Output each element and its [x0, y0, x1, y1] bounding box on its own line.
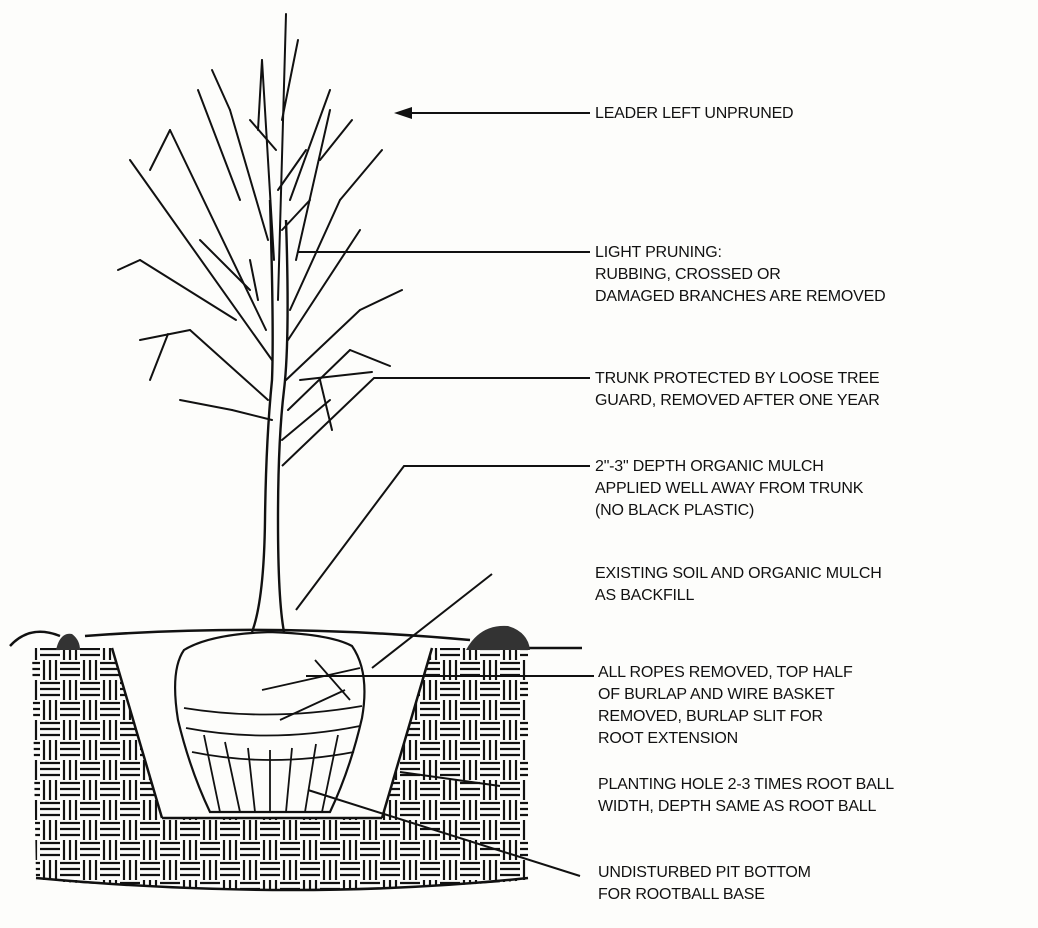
label-pit-bottom-line-2: FOR ROOTBALL BASE	[598, 884, 811, 906]
mulch-mound-right	[466, 626, 530, 650]
label-planting-hole: PLANTING HOLE 2-3 TIMES ROOT BALL WIDTH,…	[598, 774, 894, 818]
label-leader-line-1: LEADER LEFT UNPRUNED	[595, 103, 793, 125]
label-mulch-line-2: APPLIED WELL AWAY FROM TRUNK	[595, 478, 863, 500]
label-pruning: LIGHT PRUNING: RUBBING, CROSSED OR DAMAG…	[595, 242, 885, 308]
label-planting-hole-line-2: WIDTH, DEPTH SAME AS ROOT BALL	[598, 796, 894, 818]
label-ropes-line-2: OF BURLAP AND WIRE BASKET	[598, 684, 853, 706]
label-ropes-line-3: REMOVED, BURLAP SLIT FOR	[598, 706, 853, 728]
mulch-callout-line	[296, 466, 590, 610]
label-backfill-line-1: EXISTING SOIL AND ORGANIC MULCH	[595, 563, 882, 585]
label-pruning-line-2: RUBBING, CROSSED OR	[595, 264, 885, 286]
label-planting-hole-line-1: PLANTING HOLE 2-3 TIMES ROOT BALL	[598, 774, 894, 796]
tree-branches	[118, 14, 402, 440]
label-backfill-line-2: AS BACKFILL	[595, 585, 882, 607]
label-mulch: 2"-3" DEPTH ORGANIC MULCH APPLIED WELL A…	[595, 456, 863, 522]
label-ropes-line-4: ROOT EXTENSION	[598, 728, 853, 750]
trunk-guard-callout-line	[282, 378, 590, 466]
label-trunk-guard-line-2: GUARD, REMOVED AFTER ONE YEAR	[595, 390, 880, 412]
label-mulch-line-1: 2"-3" DEPTH ORGANIC MULCH	[595, 456, 863, 478]
label-ropes: ALL ROPES REMOVED, TOP HALF OF BURLAP AN…	[598, 662, 853, 750]
label-ropes-line-1: ALL ROPES REMOVED, TOP HALF	[598, 662, 853, 684]
label-trunk-guard-line-1: TRUNK PROTECTED BY LOOSE TREE	[595, 368, 880, 390]
label-trunk-guard: TRUNK PROTECTED BY LOOSE TREE GUARD, REM…	[595, 368, 880, 412]
label-leader: LEADER LEFT UNPRUNED	[595, 103, 793, 125]
label-pit-bottom: UNDISTURBED PIT BOTTOM FOR ROOTBALL BASE	[598, 862, 811, 906]
label-pruning-line-1: LIGHT PRUNING:	[595, 242, 885, 264]
label-pit-bottom-line-1: UNDISTURBED PIT BOTTOM	[598, 862, 811, 884]
label-backfill: EXISTING SOIL AND ORGANIC MULCH AS BACKF…	[595, 563, 882, 607]
leader-arrowhead	[394, 107, 412, 119]
label-pruning-line-3: DAMAGED BRANCHES ARE REMOVED	[595, 286, 885, 308]
label-mulch-line-3: (NO BLACK PLASTIC)	[595, 500, 863, 522]
